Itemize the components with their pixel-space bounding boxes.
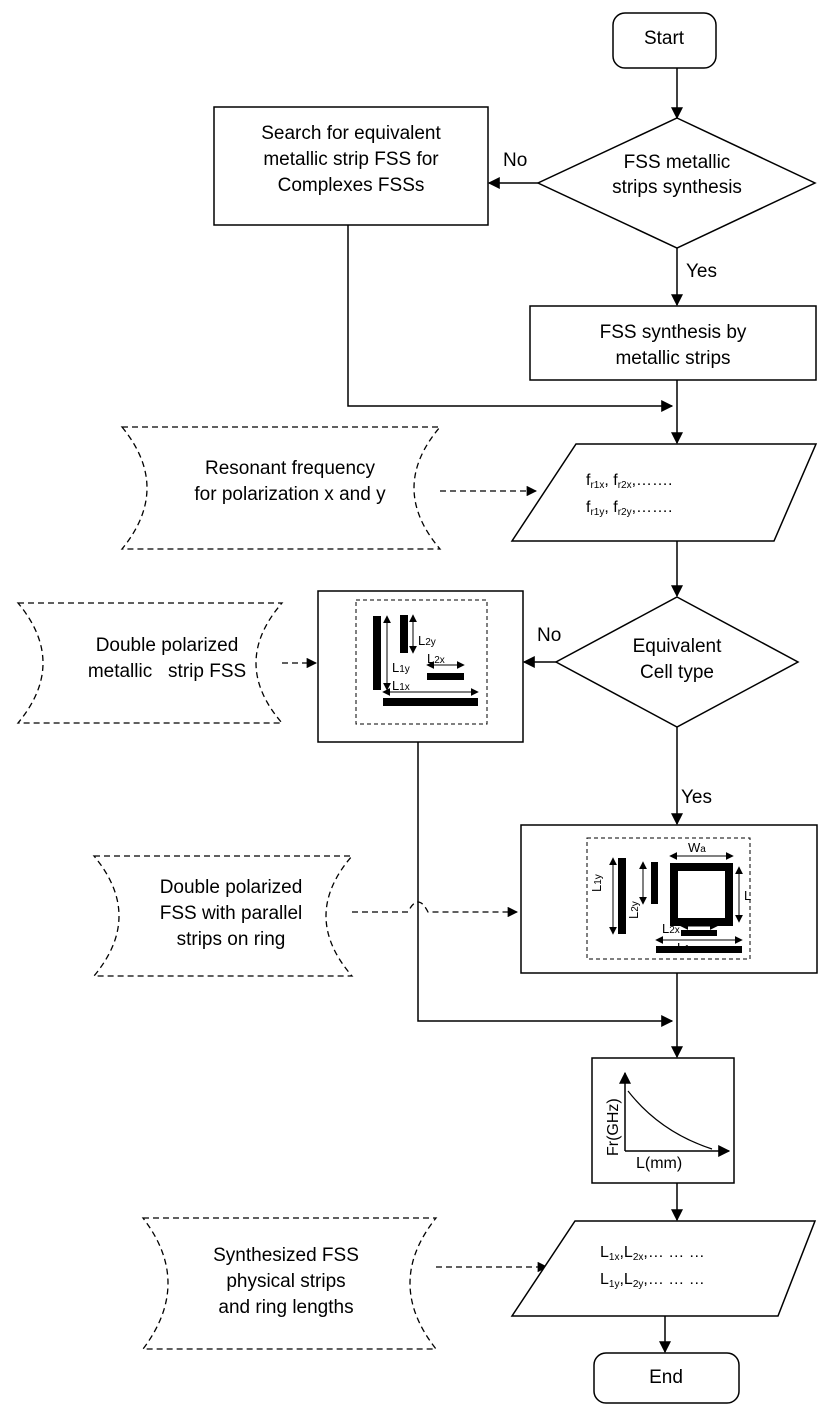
decision1-line1: FSS metallic [624, 152, 731, 173]
doc3-line1: Double polarized [160, 877, 303, 898]
decision-equivalent-cell-type: Equivalent Cell type [554, 596, 800, 728]
resonant-frequency-data: Resonant frequency for polarization x an… [120, 426, 442, 550]
io1-r2-f1: f [586, 499, 591, 516]
decision2-line1: Equivalent [633, 636, 722, 657]
graph-xlabel: L(mm) [636, 1155, 682, 1172]
double-polarized-ring-doc: Double polarized FSS with parallel strip… [92, 855, 354, 977]
io1-r1-f1: f [586, 472, 591, 489]
arrow-doc3-cell2 [352, 901, 519, 918]
start-terminal: Start [612, 12, 717, 69]
synthesized-fss-doc: Synthesized FSS physical strips and ring… [141, 1217, 438, 1350]
frequency-graph: Fr(GHz) L(mm) [591, 1057, 735, 1184]
end-label: End [649, 1367, 683, 1388]
cell2-wa: Wa [688, 840, 706, 855]
double-polarized-strip-doc: Double polarized metallic strip FSS [16, 602, 284, 724]
cell1-l1y: L1y [392, 660, 410, 675]
synthesis-line2: metallic strips [615, 348, 730, 369]
decision1-no-label: No [503, 150, 527, 171]
doc1-line2: for polarization x and y [194, 484, 386, 505]
output-lengths-io: L1x,L2x,… … … L1y,L2y,… … … [510, 1220, 817, 1317]
io1-r1-s1: r1x [590, 480, 604, 491]
decision2-line2: Cell type [640, 662, 714, 683]
decision1-line2: strips synthesis [612, 177, 742, 198]
io1-r2-s1: r1y [590, 507, 604, 518]
io1-row1: fr1x, fr2x,……. [586, 472, 673, 491]
io1-r2-dots: ,……. [632, 499, 673, 516]
decision2-yes-label: Yes [681, 787, 712, 808]
decision1-yes-label: Yes [686, 261, 717, 282]
cell1-l2y: L2y [418, 633, 436, 648]
io1-r2-s2: r2y [618, 507, 632, 518]
io1-r1-dots: ,……. [632, 472, 673, 489]
cell2-l2y: L2y [626, 901, 641, 919]
search-line3: Complexes FSSs [278, 175, 425, 196]
search-line2: metallic strip FSS for [263, 149, 439, 170]
graph-curve [627, 1090, 713, 1150]
io1-r2-f2: , f [604, 499, 618, 516]
graph-ylabel: Fr(GHz) [605, 1098, 622, 1156]
search-equivalent-box: Search for equivalent metallic strip FSS… [213, 106, 489, 226]
arrow-search-merge [347, 225, 674, 412]
cell2-l1x: L1x [677, 940, 695, 955]
decision2-no-label: No [537, 625, 561, 646]
arrow-cell1-merge [417, 742, 674, 1027]
cell2-ring-geometry: Wa L L1y L2y L2x L1x [520, 824, 818, 974]
end-terminal: End [593, 1352, 740, 1404]
doc4-line3: and ring lengths [218, 1297, 353, 1318]
io1-r1-s2: r2x [618, 480, 632, 491]
out-row2: L1y,L2y,… … … [600, 1271, 705, 1290]
doc4-line1: Synthesized FSS [213, 1245, 359, 1266]
start-label: Start [644, 28, 685, 49]
doc3-line2: FSS with parallel [160, 903, 303, 924]
search-line1: Search for equivalent [261, 123, 441, 144]
doc3-line3: strips on ring [177, 929, 286, 950]
doc1-line1: Resonant frequency [205, 458, 376, 479]
cell2-l1y: L1y [589, 874, 604, 892]
io1-r1-f2: , f [604, 472, 618, 489]
doc2-line2: metallic strip FSS [88, 661, 246, 682]
out-row1: L1x,L2x,… … … [600, 1244, 705, 1263]
decision-fss-strips-synthesis: FSS metallic strips synthesis [536, 117, 817, 249]
cell1-strip-geometry: L2y L2x L1y L1x [317, 590, 524, 743]
cell2-la: L [744, 888, 751, 903]
io1-row2: fr1y, fr2y,……. [586, 499, 673, 518]
doc4-line2: physical strips [226, 1271, 345, 1292]
resonant-frequency-io: fr1x, fr2x,……. fr1y, fr2y,……. [510, 443, 818, 542]
doc2-line1: Double polarized [96, 635, 239, 656]
synthesis-box: FSS synthesis by metallic strips [529, 305, 817, 381]
synthesis-line1: FSS synthesis by [600, 322, 747, 343]
cell1-l2x: L2x [427, 651, 445, 666]
cell2-l2x: L2x [662, 921, 680, 936]
cell1-l1x: L1x [392, 678, 410, 693]
